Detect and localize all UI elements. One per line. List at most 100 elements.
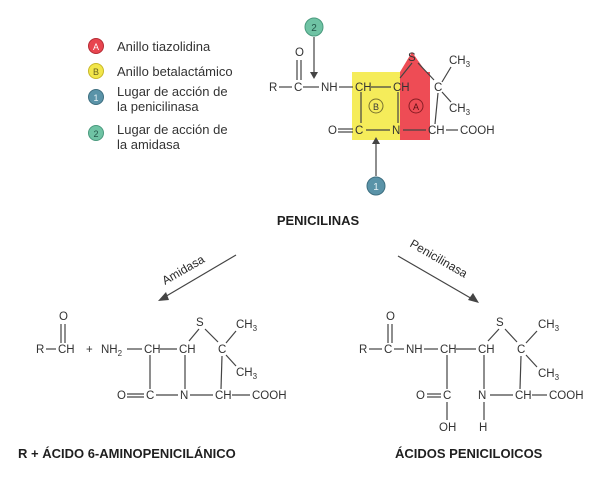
rp-atom-h: H <box>479 422 487 434</box>
rp-bond-c-ch3top <box>525 330 538 344</box>
rp-atom-ch-a: CH <box>440 344 457 356</box>
rp-atom-cooh: COOH <box>549 390 584 402</box>
lp-atom-r: R <box>36 344 44 356</box>
bond-c-ch3top <box>441 66 452 83</box>
lp-bond-c-ch3top <box>225 330 237 344</box>
legend-label-penicillinase-line2: la penicilinasa <box>117 99 199 114</box>
site-2-marker <box>88 125 104 141</box>
atom-o-top: O <box>295 47 304 59</box>
amidase-arrow-line <box>162 254 237 299</box>
rp-atom-n: N <box>478 390 486 402</box>
amidase-label: Amidasa <box>160 252 208 288</box>
lp-atom-cooh: COOH <box>252 390 287 402</box>
lp-atom-ch: CH <box>58 344 75 356</box>
lp-plus: + <box>86 344 93 356</box>
penicillinase-site-marker <box>366 176 386 196</box>
bond-c-chcooh <box>434 92 439 125</box>
lp-bond-s-c <box>204 328 219 343</box>
atom-cooh: COOH <box>460 125 495 137</box>
lp-atom-s: S <box>196 317 204 329</box>
penicillinase-arrow-line <box>397 255 475 301</box>
rp-atom-r: R <box>359 344 367 356</box>
penicilloic-acids-title: ÁCIDOS PENICILOICOS <box>395 446 543 461</box>
legend-item-penicillinase-site: 1 Lugar de acción de la penicilinasa <box>88 84 228 114</box>
lp-bond-s-ch <box>188 328 200 342</box>
atom-n: N <box>392 125 400 137</box>
lp-atom-c-quaternary: C <box>218 344 226 356</box>
atom-s: S <box>408 52 416 64</box>
atom-ch-a: CH <box>355 82 372 94</box>
lp-atom-ch3-top: CH3 <box>236 319 258 333</box>
atom-ch3-bottom: CH3 <box>449 103 471 117</box>
lp-atom-nh2: NH2 <box>101 344 123 358</box>
rp-atom-c: C <box>384 344 392 356</box>
rp-atom-o-top: O <box>386 311 395 323</box>
rp-bond-c-chcooh <box>519 355 522 390</box>
rp-atom-o-left: O <box>416 390 425 402</box>
lp-bond-c-chcooh <box>220 355 223 390</box>
bond-s-c <box>417 62 435 81</box>
amidase-site-arrowhead <box>310 72 318 79</box>
rp-atom-oh: OH <box>439 422 456 434</box>
legend: A Anillo tiazolidina B Anillo betalactám… <box>88 38 233 152</box>
lp-atom-ch-a: CH <box>144 344 161 356</box>
rp-atom-ch-b: CH <box>478 344 495 356</box>
lp-atom-ch-cooh: CH <box>215 390 232 402</box>
lp-atom-ch3-bottom: CH3 <box>236 367 258 381</box>
rp-atom-c-acid: C <box>443 390 451 402</box>
penicilloic-acid-structure: O R C NH CH CH S CH3 C CH3 O C OH N H CH… <box>359 311 584 434</box>
ring-b-label: B <box>373 102 379 112</box>
rp-atom-c-quaternary: C <box>517 344 525 356</box>
legend-label-amidase-line1: Lugar de acción de <box>117 122 228 137</box>
bond-s-ch <box>399 62 413 79</box>
rp-atom-ch3-bottom: CH3 <box>538 368 560 382</box>
rp-atom-s: S <box>496 317 504 329</box>
amidase-site-number: 2 <box>311 23 317 34</box>
thiazolidine-ring-highlight <box>400 52 430 140</box>
lp-atom-o: O <box>59 311 68 323</box>
penicillinase-site-arrowhead <box>372 137 380 144</box>
bond-c-ch3bottom <box>441 91 452 103</box>
ring-b-marker-letter: B <box>93 67 99 77</box>
penicillinase-arrow: Penicilinasa <box>397 236 479 303</box>
aminopenicillanic-title: R + ÁCIDO 6-AMINOPENICILÁNICO <box>18 446 236 461</box>
atom-ch3-top: CH3 <box>449 55 471 69</box>
rp-atom-ch3-top: CH3 <box>538 319 560 333</box>
lp-bond-c-ch3bottom <box>225 354 237 367</box>
amidase-site-marker <box>304 17 324 37</box>
atom-ch-b: CH <box>393 82 410 94</box>
site-1-marker <box>88 89 104 105</box>
atom-c-quaternary: C <box>434 82 442 94</box>
penicillinase-label: Penicilinasa <box>408 236 471 280</box>
site-1-marker-number: 1 <box>93 93 98 103</box>
penicillinase-site-number: 1 <box>373 182 379 193</box>
rp-bond-s-c <box>504 328 518 343</box>
legend-item-amidase-site: 2 Lugar de acción de la amidasa <box>88 122 228 152</box>
legend-label-betalactam: Anillo betalactámico <box>117 64 233 79</box>
lp-atom-ch-b: CH <box>179 344 196 356</box>
ring-a-label: A <box>413 102 419 112</box>
atom-r: R <box>269 82 277 94</box>
lp-atom-o-left: O <box>117 390 126 402</box>
atom-c-lactam: C <box>355 125 363 137</box>
atom-nh: NH <box>321 82 338 94</box>
legend-label-penicillinase-line1: Lugar de acción de <box>117 84 228 99</box>
lp-atom-n: N <box>180 390 188 402</box>
legend-item-betalactam: B Anillo betalactámico <box>88 63 233 79</box>
ring-b-marker <box>88 63 104 79</box>
rp-bond-s-ch <box>487 328 500 342</box>
rp-atom-ch-cooh: CH <box>515 390 532 402</box>
penicillins-title: PENICILINAS <box>277 213 360 228</box>
ring-a-marker-letter: A <box>93 42 99 52</box>
ring-a-label-circle <box>408 98 424 114</box>
rp-bond-c-ch3bottom <box>525 354 538 368</box>
betalactam-ring-highlight <box>352 72 400 140</box>
legend-label-thiazolidine: Anillo tiazolidina <box>117 39 211 54</box>
penicillinase-arrow-head <box>468 293 479 303</box>
atom-o-left: O <box>328 125 337 137</box>
ring-a-marker <box>88 38 104 54</box>
legend-label-amidase-line2: la amidasa <box>117 137 181 152</box>
rp-atom-nh: NH <box>406 344 423 356</box>
amidase-arrow: Amidasa <box>158 252 237 301</box>
